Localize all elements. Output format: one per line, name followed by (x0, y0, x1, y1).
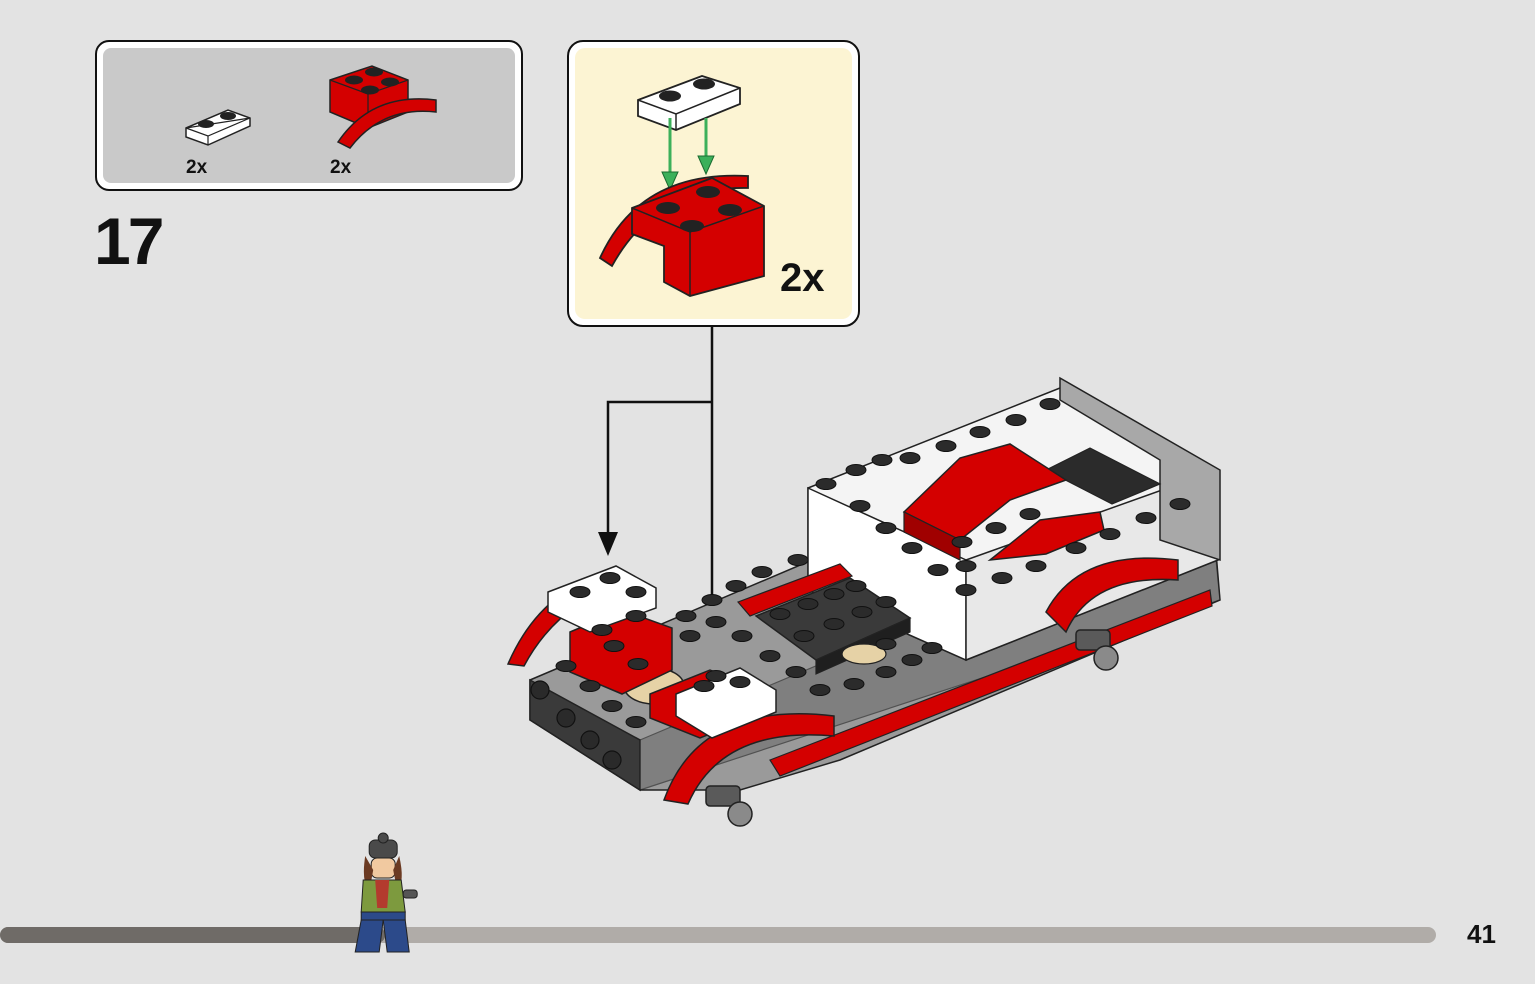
green-arrow-icon (661, 118, 715, 192)
car-stud (875, 666, 897, 678)
car-stud (845, 464, 867, 476)
car-stud (955, 560, 977, 572)
car-stud (759, 650, 781, 662)
car-rear-mudguard (1045, 557, 1179, 634)
car-stud (875, 638, 897, 650)
car-stud (729, 676, 751, 688)
car-stud (1039, 398, 1061, 410)
car-stud (725, 580, 747, 592)
car-stud (991, 572, 1013, 584)
car-stud (1025, 560, 1047, 572)
car-stud (875, 522, 897, 534)
callout-arrow-lines (606, 327, 714, 638)
car-stud (603, 640, 625, 652)
car-stud (935, 440, 957, 452)
car-stud (1099, 528, 1121, 540)
car-stud (693, 680, 715, 692)
car-rear-axle (1075, 629, 1119, 671)
car-front-right-mudguard (649, 667, 835, 805)
arrow-head-left-icon (598, 532, 618, 556)
subassembly-white-plate-icon (637, 75, 741, 131)
parts-list-box (95, 40, 523, 191)
car-tan-detail-2 (841, 643, 887, 665)
car-front-bumper-studs (530, 680, 622, 770)
car-stud (591, 624, 613, 636)
car-stud (901, 654, 923, 666)
car-stud (851, 606, 873, 618)
car-stud (679, 630, 701, 642)
car-stud (899, 452, 921, 464)
car-stud (871, 454, 893, 466)
step-number: 17 (94, 204, 164, 278)
car-stud (625, 716, 647, 728)
car-stud (787, 554, 809, 566)
car-stud (625, 610, 647, 622)
car-stud (845, 580, 867, 592)
car-stud (1005, 414, 1027, 426)
car-stud (793, 630, 815, 642)
car-stud (1019, 508, 1041, 520)
car-stud (701, 594, 723, 606)
car-stud (569, 586, 591, 598)
car-stud (731, 630, 753, 642)
car-rear-wall (1059, 376, 1221, 562)
car-stud (927, 564, 949, 576)
white-plate-icon (185, 109, 251, 146)
car-stud (1135, 512, 1157, 524)
car-stud (875, 596, 897, 608)
car-stud (1169, 498, 1191, 510)
car-stud (769, 608, 791, 620)
car-stud (601, 700, 623, 712)
car-stud (705, 670, 727, 682)
car-center-red-bar (736, 563, 854, 617)
car-stud (901, 542, 923, 554)
car-stud (797, 598, 819, 610)
car-stud (951, 536, 973, 548)
car-red-hood (902, 443, 1105, 562)
car-stud (849, 500, 871, 512)
car-front-axle (705, 785, 753, 827)
car-stud (823, 588, 845, 600)
car-stud (955, 584, 977, 596)
car-stud (985, 522, 1007, 534)
car-stud (627, 658, 649, 670)
car-stud (921, 642, 943, 654)
car-stud (675, 610, 697, 622)
car-stud (625, 586, 647, 598)
car-stud (843, 678, 865, 690)
car-stud (823, 618, 845, 630)
car-stud (809, 684, 831, 696)
subassembly-red-mudguard-icon (598, 174, 765, 297)
car-stud (555, 660, 577, 672)
part-quantity-white-plate: 2x (186, 157, 208, 178)
car-stud (1065, 542, 1087, 554)
car-stud (599, 572, 621, 584)
car-stud (815, 478, 837, 490)
part-quantity-red-mudguard: 2x (330, 157, 352, 178)
red-mudguard-icon (329, 65, 437, 149)
parts-list-background (103, 48, 515, 183)
car-stud (751, 566, 773, 578)
car-stud (785, 666, 807, 678)
car-cockpit (1044, 447, 1162, 505)
car-stud (969, 426, 991, 438)
car-stud (705, 616, 727, 628)
page-number: 41 (1467, 919, 1496, 949)
car-stud (579, 680, 601, 692)
subassembly-quantity: 2x (780, 256, 825, 300)
